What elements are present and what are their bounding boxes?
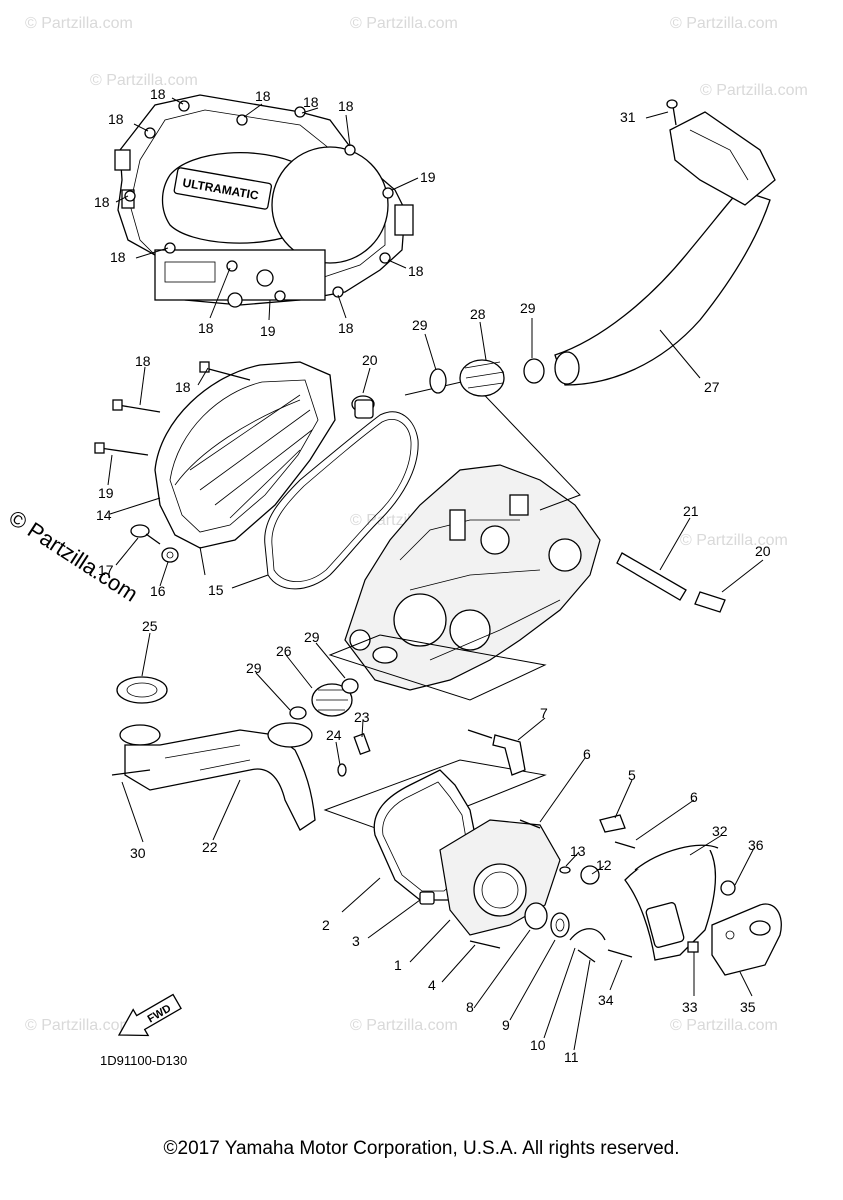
- watermark-text: © Partzilla.com: [670, 15, 778, 32]
- callout-29: 29: [412, 317, 428, 333]
- watermark-text: © Partzilla.com: [350, 15, 458, 32]
- callout-2: 2: [322, 917, 330, 933]
- callout-18: 18: [135, 353, 151, 369]
- callout-31: 31: [620, 109, 636, 125]
- callout-29: 29: [304, 629, 320, 645]
- outer-clutch-cover: ULTRAMATIC: [114, 94, 414, 308]
- callout-18: 18: [198, 320, 214, 336]
- callout-21: 21: [683, 503, 699, 519]
- callout-18: 18: [408, 263, 424, 279]
- callout-8: 8: [466, 999, 474, 1015]
- callout-6: 6: [690, 789, 698, 805]
- callout-29: 29: [520, 300, 536, 316]
- callout-26: 26: [276, 643, 292, 659]
- callout-23: 23: [354, 709, 370, 725]
- callout-leaders: [107, 97, 764, 1051]
- watermark-grid: © Partzilla.com © Partzilla.com © Partzi…: [25, 15, 808, 1034]
- watermark-text: © Partzilla.com: [90, 72, 198, 89]
- callout-19: 19: [98, 485, 114, 501]
- callout-29: 29: [246, 660, 262, 676]
- cover-gasket: [264, 411, 419, 590]
- watermark-text: © Partzilla.com: [350, 1017, 458, 1034]
- callout-28: 28: [470, 306, 486, 322]
- fwd-label: FWD: [146, 1002, 174, 1025]
- callout-34: 34: [598, 992, 614, 1008]
- cover-small-parts: [130, 524, 179, 563]
- callout-19: 19: [420, 169, 436, 185]
- callout-18: 18: [94, 194, 110, 210]
- callout-18: 18: [108, 111, 124, 127]
- callout-32: 32: [712, 823, 728, 839]
- callout-16: 16: [150, 583, 166, 599]
- callout-24: 24: [326, 727, 342, 743]
- callout-20: 20: [362, 352, 378, 368]
- callout-36: 36: [748, 837, 764, 853]
- callout-22: 22: [202, 839, 218, 855]
- callout-18: 18: [110, 249, 126, 265]
- watermark-text: © Partzilla.com: [670, 1017, 778, 1034]
- callout-5: 5: [628, 767, 636, 783]
- callout-4: 4: [428, 977, 436, 993]
- callout-7: 7: [540, 705, 548, 721]
- air-duct-lower: [111, 676, 371, 831]
- callout-18: 18: [338, 320, 354, 336]
- callout-13: 13: [570, 843, 586, 859]
- callout-20: 20: [755, 543, 771, 559]
- callout-6: 6: [583, 746, 591, 762]
- crankcase: [344, 464, 601, 691]
- plate-35: [711, 903, 782, 976]
- callout-14: 14: [96, 507, 112, 523]
- watermark-text: © Partzilla.com: [25, 1017, 133, 1034]
- callout-1: 1: [394, 957, 402, 973]
- callout-18: 18: [255, 88, 271, 104]
- callout-27: 27: [704, 379, 720, 395]
- watermark-text: © Partzilla.com: [25, 15, 133, 32]
- callout-labels: 18 18 18 18 18 18 18 18 18 18 18 18 19 1…: [94, 86, 771, 1065]
- callout-3: 3: [352, 933, 360, 949]
- air-duct-upper: [429, 99, 776, 397]
- callout-19: 19: [260, 323, 276, 339]
- watermark-text: © Partzilla.com: [700, 82, 808, 99]
- callout-30: 30: [130, 845, 146, 861]
- callout-9: 9: [502, 1017, 510, 1033]
- callout-10: 10: [530, 1037, 546, 1053]
- callout-33: 33: [682, 999, 698, 1015]
- bracket-7: [467, 729, 526, 776]
- watermark-text: © Partzilla.com: [680, 532, 788, 549]
- fittings: [351, 395, 726, 613]
- callout-18: 18: [303, 94, 319, 110]
- callout-12: 12: [596, 857, 612, 873]
- diagram-ref-code: 1D91100-D130: [100, 1053, 187, 1068]
- copyright-notice: ©2017 Yamaha Motor Corporation, U.S.A. A…: [163, 1138, 680, 1159]
- callout-35: 35: [740, 999, 756, 1015]
- bearing-housing: [373, 769, 636, 963]
- callout-18: 18: [338, 98, 354, 114]
- crankcase-cover: [154, 361, 336, 549]
- duct-clamps: [429, 358, 545, 397]
- callout-18: 18: [150, 86, 166, 102]
- callout-17: 17: [98, 562, 114, 578]
- callout-18: 18: [175, 379, 191, 395]
- callout-15: 15: [208, 582, 224, 598]
- callout-11: 11: [564, 1049, 579, 1065]
- callout-25: 25: [142, 618, 158, 634]
- guard-32: [607, 844, 736, 961]
- duct-bolt-31: [666, 99, 678, 126]
- cover-bolts: [94, 361, 251, 456]
